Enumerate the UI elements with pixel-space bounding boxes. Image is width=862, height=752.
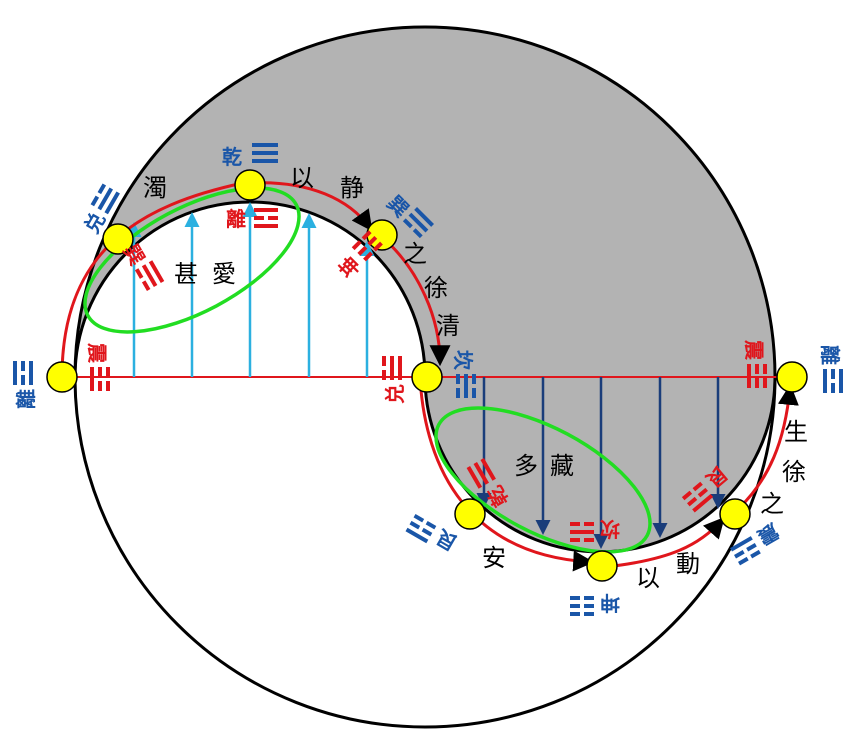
svg-text:乾: 乾 bbox=[222, 145, 242, 169]
label-kan-inner: 坎 bbox=[570, 517, 620, 542]
label-qian-outer: 乾 bbox=[222, 143, 278, 169]
node-gen bbox=[454, 498, 486, 530]
svg-text:震: 震 bbox=[753, 519, 783, 550]
trigram-li-icon bbox=[823, 369, 843, 393]
label-gen-outer: 艮 bbox=[405, 513, 461, 555]
node-li-left bbox=[46, 361, 78, 393]
svg-text:動: 動 bbox=[676, 550, 700, 578]
svg-text:離: 離 bbox=[226, 207, 246, 231]
trigram-qian-icon bbox=[466, 458, 496, 489]
svg-text:之: 之 bbox=[403, 240, 427, 268]
node-kan-center bbox=[411, 361, 443, 393]
svg-text:離: 離 bbox=[14, 389, 38, 409]
svg-text:以: 以 bbox=[290, 164, 314, 192]
svg-text:藏: 藏 bbox=[550, 452, 574, 480]
svg-text:愛: 愛 bbox=[212, 260, 236, 288]
svg-text:甚: 甚 bbox=[174, 260, 198, 288]
svg-text:濁: 濁 bbox=[143, 174, 167, 202]
trigram-dui-icon bbox=[90, 183, 120, 215]
svg-text:安: 安 bbox=[482, 544, 506, 572]
node-dui bbox=[102, 223, 134, 255]
label-zhen-inner-left: 震 bbox=[85, 343, 110, 391]
svg-text:坤: 坤 bbox=[334, 252, 365, 283]
upward-arrows bbox=[126, 202, 375, 377]
svg-text:徐: 徐 bbox=[424, 274, 448, 302]
trigram-gen-icon bbox=[405, 513, 437, 544]
trigram-zhen-icon bbox=[747, 364, 767, 388]
trigram-li-icon bbox=[254, 208, 278, 228]
trigram-dui-icon bbox=[382, 356, 402, 380]
trigram-gen-icon bbox=[681, 481, 714, 513]
label-kun-outer: 坤 bbox=[570, 591, 620, 616]
svg-text:清: 清 bbox=[436, 312, 460, 340]
label-zhen-inner-right: 震 bbox=[742, 340, 767, 388]
phrase-three: 多 藏 bbox=[514, 452, 574, 480]
svg-text:静: 静 bbox=[340, 174, 364, 202]
phrase-four: 安 以 動 之 徐 生 bbox=[482, 418, 808, 592]
label-li-outer-right: 離 bbox=[818, 345, 843, 393]
svg-text:多: 多 bbox=[514, 452, 538, 480]
svg-text:震: 震 bbox=[742, 340, 766, 361]
label-dui-inner: 兑 bbox=[382, 356, 407, 404]
green-loop-upper bbox=[83, 186, 301, 334]
downward-arrows bbox=[476, 377, 726, 549]
trigram-kun-icon bbox=[570, 596, 594, 616]
svg-text:艮: 艮 bbox=[431, 524, 461, 555]
trigram-kan-icon bbox=[570, 522, 594, 542]
trigram-zhen-icon bbox=[90, 367, 110, 391]
svg-text:坤: 坤 bbox=[600, 591, 620, 615]
node-xun bbox=[366, 219, 398, 251]
label-li-inner: 離 bbox=[226, 207, 278, 231]
trigram-xun-icon bbox=[402, 207, 434, 239]
node-qian bbox=[234, 169, 266, 201]
green-loop-lower bbox=[434, 406, 652, 554]
svg-text:以: 以 bbox=[636, 564, 660, 592]
svg-text:震: 震 bbox=[85, 343, 109, 364]
svg-text:坎: 坎 bbox=[451, 350, 475, 371]
nodes bbox=[46, 169, 808, 582]
svg-text:之: 之 bbox=[760, 490, 784, 518]
trigram-zhen-icon bbox=[730, 536, 761, 566]
phrase-two: 甚 愛 bbox=[174, 260, 236, 288]
label-kan-center: 坎 bbox=[451, 350, 476, 398]
trigram-li-icon bbox=[13, 361, 33, 385]
outer-labels: 乾 兑 巽 離 坎 艮 坤 震 bbox=[13, 143, 843, 616]
label-li-outer-left: 離 bbox=[13, 361, 38, 409]
node-zhen bbox=[719, 498, 751, 530]
trigram-qian-icon bbox=[252, 143, 278, 163]
trigram-xun-icon bbox=[134, 260, 165, 292]
trigram-kan-icon bbox=[456, 374, 476, 398]
svg-text:徐: 徐 bbox=[782, 458, 806, 486]
svg-text:離: 離 bbox=[818, 345, 842, 365]
label-xun-inner: 巽 bbox=[119, 240, 165, 292]
svg-text:坎: 坎 bbox=[599, 517, 620, 541]
svg-text:兑: 兑 bbox=[383, 384, 407, 404]
trigram-kun-icon bbox=[351, 230, 383, 262]
phrase-one: 濁 以 静 之 徐 清 bbox=[143, 164, 460, 340]
node-kun bbox=[586, 550, 618, 582]
node-li-right bbox=[776, 361, 808, 393]
svg-text:生: 生 bbox=[784, 418, 808, 446]
